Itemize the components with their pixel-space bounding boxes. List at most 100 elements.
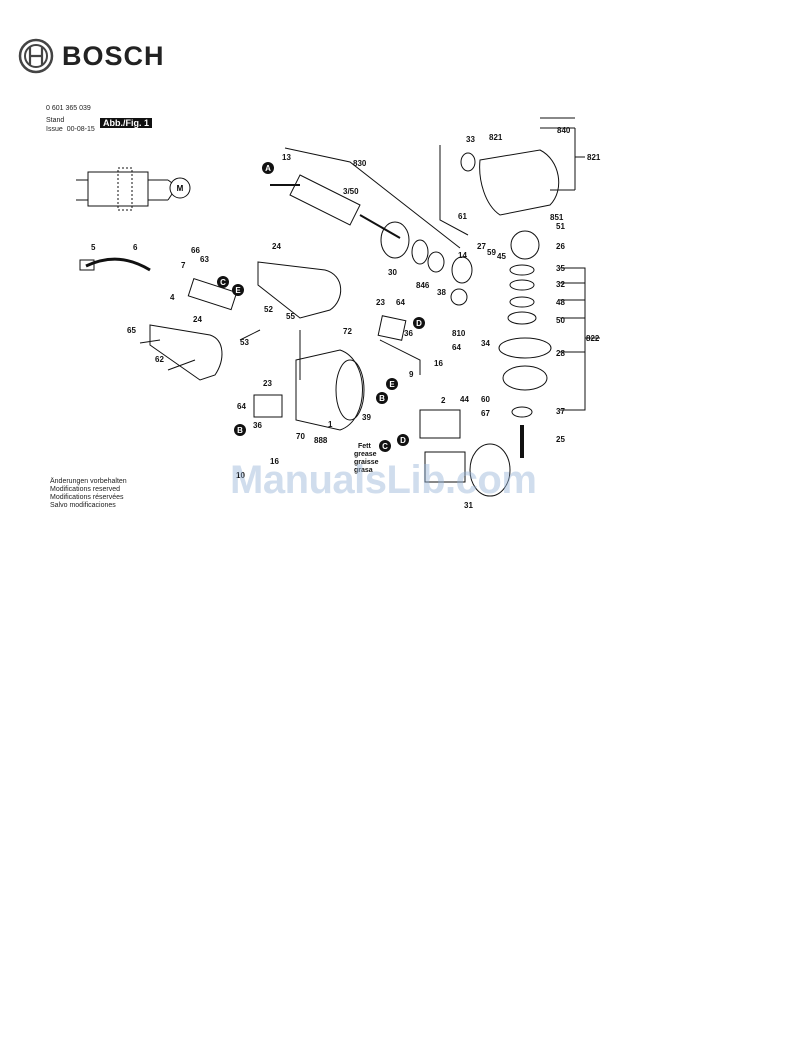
part-label: 50 (556, 316, 565, 325)
issue-value: 00-08-15 (66, 126, 95, 133)
part-label: 6 (133, 243, 138, 252)
wiring-schematic (76, 167, 191, 211)
part-label: 64 (237, 402, 246, 411)
part-label: 60 (481, 395, 490, 404)
part-label: 64 (452, 343, 461, 352)
grease-note: Fett grease graisse grasa (354, 443, 379, 474)
part-label: 67 (481, 409, 490, 418)
footer-note: Modifications réservées (50, 494, 124, 501)
part-label: 24 (272, 242, 281, 251)
part-label: 53 (240, 338, 249, 347)
part-label: 25 (556, 435, 565, 444)
part-label: 4 (170, 293, 175, 302)
part-label: 821 (489, 133, 503, 142)
callout-markers: A C E D E B B D C (217, 162, 425, 452)
part-label: 24 (193, 315, 202, 324)
footer-note: Modifications reserved (50, 486, 121, 493)
part-label: 840 (557, 126, 571, 135)
part-label: 63 (200, 255, 209, 264)
part-label: 16 (270, 457, 279, 466)
plug-shape (79, 259, 95, 271)
part-label: 5 (91, 243, 96, 252)
gear-housing-shape (479, 149, 560, 216)
part-label: 822 (586, 334, 600, 343)
part-label: 23 (263, 379, 272, 388)
part-label: 30 (388, 268, 397, 277)
callout-d-1: D (416, 319, 422, 328)
part-label: 35 (556, 264, 565, 273)
part-label: 16 (434, 359, 443, 368)
part-label: 39 (362, 413, 371, 422)
part-label: 61 (458, 212, 467, 221)
part-number: 0 601 365 039 (46, 105, 91, 112)
part-label: 9 (409, 370, 414, 379)
part-label: 14 (458, 251, 467, 260)
grease-note-line: grease (354, 451, 377, 458)
part-label: 32 (556, 280, 565, 289)
callout-e-1: E (235, 286, 241, 295)
protection-guard-shape (498, 337, 552, 359)
part-label: 52 (264, 305, 273, 314)
callout-a: A (265, 164, 271, 173)
power-cord-shape (85, 257, 151, 272)
callout-b-2: B (237, 426, 243, 435)
part-label: 44 (460, 395, 469, 404)
part-label: 7 (181, 261, 186, 270)
part-label: 26 (556, 242, 565, 251)
brand-header: BOSCH (18, 38, 165, 74)
part-label: 37 (556, 407, 565, 416)
brand-name: BOSCH (62, 40, 165, 71)
part-label: 28 (556, 349, 565, 358)
part-label: 846 (416, 281, 430, 290)
figure-label: Abb./Fig. 1 (100, 118, 152, 128)
bosch-armature-logo-icon (18, 38, 54, 74)
part-label: 13 (282, 153, 291, 162)
housing-half-bottom-shape (149, 324, 223, 381)
part-label: 851 (550, 213, 564, 222)
motor-symbol: M (177, 184, 184, 193)
part-label: 72 (343, 327, 352, 336)
part-label: 3/50 (343, 187, 359, 196)
part-label: 62 (155, 355, 164, 364)
part-number-labels: 5 6 66 63 7 4 24 52 55 53 65 62 24 13 83… (91, 126, 601, 510)
motor-housing-shape (295, 349, 363, 431)
watermark: ManualsLib.com (230, 458, 537, 502)
part-label: 2 (441, 396, 446, 405)
part-label: 48 (556, 298, 565, 307)
part-label: 888 (314, 436, 328, 445)
part-label: 10 (236, 471, 245, 480)
field-coil-shape (419, 409, 461, 439)
part-label: 55 (286, 312, 295, 321)
part-label: 23 (376, 298, 385, 307)
part-label: 65 (127, 326, 136, 335)
document-meta: 0 601 365 039 Stand Issue 00-08-15 (46, 104, 95, 134)
part-label: 810 (452, 329, 466, 338)
part-label: 27 (477, 242, 486, 251)
part-label: 34 (481, 339, 490, 348)
part-label: 64 (396, 298, 405, 307)
exploded-parts-diagram: A C E D E B B D C M 5 6 66 63 7 4 24 52 … (76, 117, 601, 510)
grease-note-line: graisse (354, 459, 379, 466)
part-label: 830 (353, 159, 367, 168)
footer-notes: Änderungen vorbehalten Modifications res… (50, 478, 127, 510)
part-label: 31 (464, 501, 473, 510)
part-label: 36 (404, 329, 413, 338)
part-label: 36 (253, 421, 262, 430)
fan-shape (380, 221, 410, 259)
housing-half-top-shape (257, 261, 342, 319)
part-label: 70 (296, 432, 305, 441)
callout-c-1: C (220, 278, 226, 287)
brush-cover-shape (253, 394, 283, 418)
part-label: 38 (437, 288, 446, 297)
part-label: 45 (497, 252, 506, 261)
armature-shape (289, 174, 361, 226)
part-label: 66 (191, 246, 200, 255)
part-label: 821 (587, 153, 601, 162)
part-label: 33 (466, 135, 475, 144)
part-label: 1 (328, 420, 333, 429)
callout-b-1: B (379, 394, 385, 403)
footer-note: Änderungen vorbehalten (50, 478, 127, 485)
end-cover-shape (469, 443, 511, 497)
switch-shape (187, 278, 238, 311)
grease-note-line: Fett (358, 443, 372, 450)
